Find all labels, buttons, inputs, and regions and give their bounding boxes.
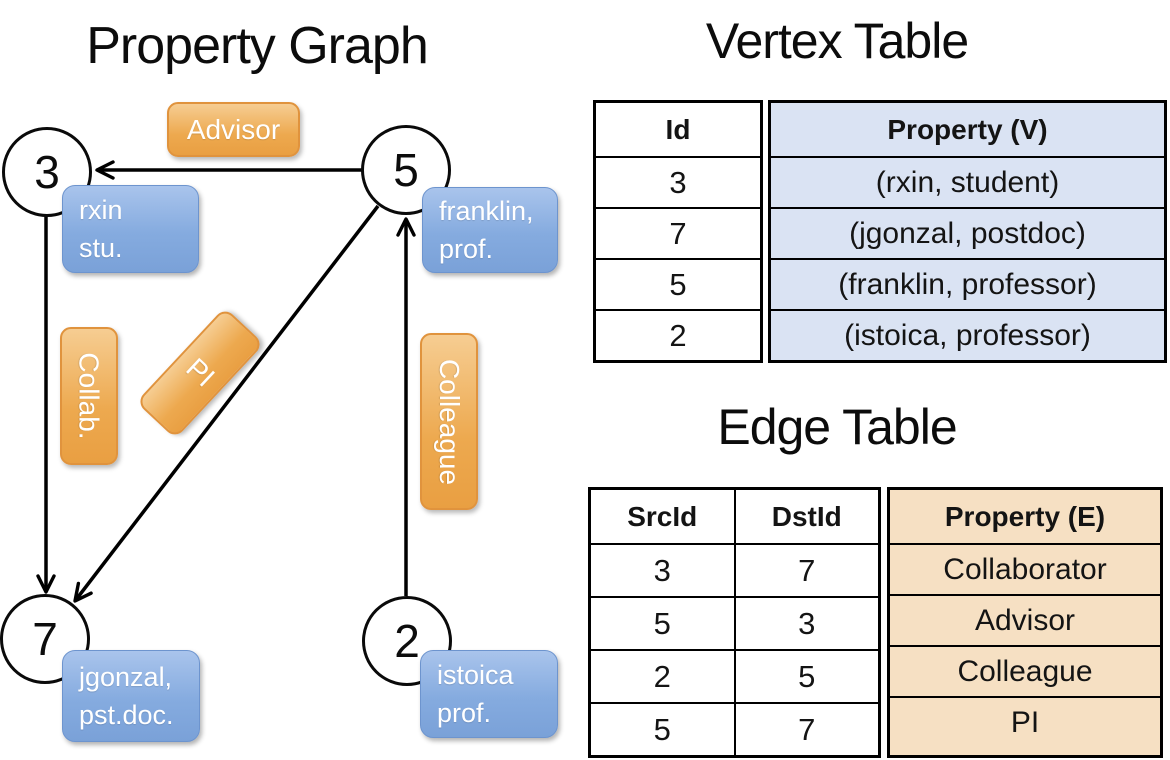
vertex-prop-box-franklin: franklin, prof. xyxy=(422,187,558,273)
vertex-table-header-property: Property (V) xyxy=(887,113,1048,145)
edge-label-text: Colleague xyxy=(434,358,466,485)
edge-table-dstid-cell: 3 xyxy=(798,605,816,641)
vertex-table-property-cell: (rxin, student) xyxy=(771,156,1164,207)
edge-table-srcid-cell: 5 xyxy=(591,704,736,755)
vertex-prop-line: stu. xyxy=(79,233,123,263)
edge-table-property-cell: Advisor xyxy=(890,594,1160,645)
edge-table-property-cell: Collaborator xyxy=(890,543,1160,594)
edge-table-row: 5 3 xyxy=(591,596,878,649)
edge-label-advisor: Advisor xyxy=(167,102,300,157)
vertex-prop-line: rxin xyxy=(79,194,123,225)
property-graph-title: Property Graph xyxy=(86,17,429,75)
edge-table: SrcId DstId 3 7 5 3 2 5 5 7 Property (E)… xyxy=(588,487,1163,758)
edge-table-header-dstid: DstId xyxy=(771,500,842,532)
vertex-table-property-column: Property (V) (rxin, student) (jgonzal, p… xyxy=(768,100,1167,363)
vertex-prop-line: prof. xyxy=(439,234,494,264)
edge-table-header-srcid: SrcId xyxy=(591,490,736,543)
edge-table-title: Edge Table xyxy=(717,399,957,455)
edge-table-srcid-cell: 5 xyxy=(591,598,736,649)
edge-table-property-column: Property (E) Collaborator Advisor Collea… xyxy=(887,487,1163,758)
edge-pi-5-to-7 xyxy=(73,204,380,603)
edge-label-collab: Collab. xyxy=(60,327,118,465)
edge-table-dstid-cell: 7 xyxy=(798,711,816,747)
vertex-prop-line: pst.doc. xyxy=(79,700,174,730)
edge-label-colleague: Colleague xyxy=(420,333,478,510)
vertex-prop-line: istoica xyxy=(437,659,514,690)
vertex-table-id-cell: 7 xyxy=(596,207,760,258)
edge-label-text: PI xyxy=(180,352,221,393)
vertex-table-id-cell: 3 xyxy=(596,156,760,207)
vertex-table-id-cell: 5 xyxy=(596,258,760,309)
graph-node-2: 2 xyxy=(362,596,452,686)
edge-table-srcid-cell: 3 xyxy=(591,545,736,596)
vertex-table-property-cell: (jgonzal, postdoc) xyxy=(771,207,1164,258)
edge-table-row: 2 5 xyxy=(591,649,878,702)
edge-label-text: Collab. xyxy=(74,352,106,440)
edge-table-srcid-cell: 2 xyxy=(591,651,736,702)
vertex-table-header-id: Id xyxy=(665,113,691,145)
vertex-prop-line: prof. xyxy=(437,698,492,728)
vertex-table-title: Vertex Table xyxy=(705,13,969,69)
graph-edges-layer xyxy=(36,160,416,603)
node-7-id: 7 xyxy=(32,613,58,665)
edge-table-header-property: Property (E) xyxy=(944,500,1106,532)
edge-table-id-columns: SrcId DstId 3 7 5 3 2 5 5 7 xyxy=(588,487,881,758)
vertex-prop-line: franklin, xyxy=(439,195,534,226)
vertex-prop-line: jgonzal, xyxy=(79,661,173,692)
node-5-id: 5 xyxy=(393,144,419,196)
vertex-table-id-cell: 2 xyxy=(596,309,760,360)
edge-label-text: Advisor xyxy=(186,113,281,145)
vertex-prop-box-istoica: istoica prof. xyxy=(420,650,558,738)
edge-table-row: 5 7 xyxy=(591,702,878,755)
node-3-id: 3 xyxy=(34,146,60,198)
vertex-prop-box-rxin: rxin stu. xyxy=(62,185,199,273)
graph-node-5: 5 xyxy=(361,125,451,215)
edge-table-property-cell: PI xyxy=(890,696,1160,747)
vertex-table-id-column: Id 3 7 5 2 xyxy=(593,100,763,363)
vertex-table-property-cell: (franklin, professor) xyxy=(771,258,1164,309)
edge-table-header-row: SrcId DstId xyxy=(591,490,878,543)
edge-table-dstid-cell: 7 xyxy=(798,552,816,588)
edge-table-row: 3 7 xyxy=(591,543,878,596)
edge-table-dstid-cell: 5 xyxy=(798,658,816,694)
vertex-table: Id 3 7 5 2 Property (V) (rxin, student) … xyxy=(593,100,1167,363)
vertex-prop-box-jgonzal: jgonzal, pst.doc. xyxy=(62,650,200,742)
node-2-id: 2 xyxy=(394,615,420,667)
edge-table-property-cell: Colleague xyxy=(890,645,1160,696)
vertex-table-property-cell: (istoica, professor) xyxy=(771,309,1164,360)
